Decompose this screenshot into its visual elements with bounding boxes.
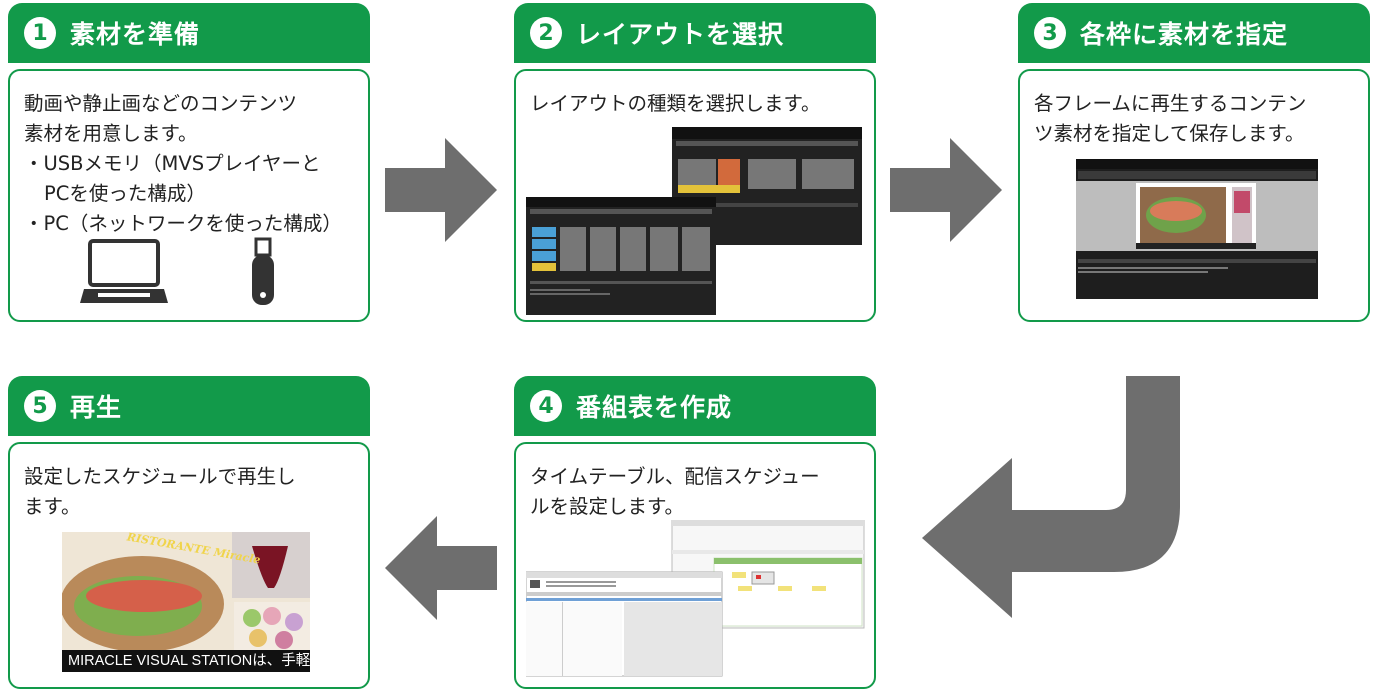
step-number: 5 (24, 390, 56, 422)
step-title: 素材を準備 (70, 20, 201, 49)
step-5-header: 5 再生 (8, 376, 370, 436)
step-number: 4 (530, 390, 562, 422)
playback-image (62, 532, 310, 672)
arrow-right-icon (385, 138, 497, 242)
usb-stick-icon (252, 237, 274, 305)
text-line: タイムテーブル、配信スケジュー (530, 465, 820, 488)
step-2-text: レイアウトの種類を選択します。 (530, 89, 864, 119)
step-title: 各枠に素材を指定 (1080, 20, 1289, 49)
step-4-card: タイムテーブル、配信スケジュー ルを設定します。 (514, 442, 876, 689)
text-line: 素材を用意します。 (24, 122, 198, 145)
text-line: 動画や静止画などのコンテンツ (24, 92, 298, 115)
laptop-icon (80, 239, 168, 303)
text-line: レイアウトの種類を選択します。 (530, 92, 821, 115)
text-line: 設定したスケジュールで再生し (24, 465, 296, 488)
text-line: PCを使った構成） (44, 182, 206, 205)
material-assign-screenshot (1076, 159, 1318, 299)
layout-select-screenshot (526, 127, 862, 315)
text-line: ツ素材を指定して保存します。 (1034, 122, 1305, 145)
step-title: 番組表を作成 (576, 393, 733, 422)
arrow-right-icon (890, 138, 1002, 242)
text-line: ルを設定します。 (530, 495, 685, 518)
playback-screenshot: RISTORANTE Miracle MIRACLE VISUAL STATIO… (62, 532, 310, 672)
step-3-card: 各フレームに再生するコンテン ツ素材を指定して保存します。 (1018, 69, 1370, 322)
text-line: ・PC（ネットワークを使った構成） (24, 212, 342, 235)
step-2-card: レイアウトの種類を選択します。 (514, 69, 876, 322)
step-number: 1 (24, 17, 56, 49)
step-1-card: 動画や静止画などのコンテンツ 素材を用意します。 ・USBメモリ（MVSプレイヤ… (8, 69, 370, 322)
step-title: 再生 (70, 393, 123, 422)
step-5-text: 設定したスケジュールで再生し ます。 (24, 462, 358, 522)
arrow-left-icon (385, 516, 497, 620)
step-number: 3 (1034, 17, 1066, 49)
step-5-card: 設定したスケジュールで再生し ます。 RISTORANTE Miracle MI… (8, 442, 370, 689)
text-line: 各フレームに再生するコンテン (1034, 92, 1307, 115)
schedule-screenshot (526, 520, 865, 677)
step-3-header: 3 各枠に素材を指定 (1018, 3, 1370, 63)
step-2-header: 2 レイアウトを選択 (514, 3, 876, 63)
playback-caption: MIRACLE VISUAL STATIONは、手軽 (62, 650, 310, 672)
text-line: ます。 (24, 495, 81, 518)
step-1-header: 1 素材を準備 (8, 3, 370, 63)
step-1-text: 動画や静止画などのコンテンツ 素材を用意します。 ・USBメモリ（MVSプレイヤ… (24, 89, 358, 239)
text-line: ・USBメモリ（MVSプレイヤーと (24, 152, 321, 175)
curved-arrow-icon (922, 376, 1180, 618)
step-3-text: 各フレームに再生するコンテン ツ素材を指定して保存します。 (1034, 89, 1358, 149)
step-title: レイアウトを選択 (576, 20, 785, 49)
step-number: 2 (530, 17, 562, 49)
step-4-text: タイムテーブル、配信スケジュー ルを設定します。 (530, 462, 864, 522)
step-4-header: 4 番組表を作成 (514, 376, 876, 436)
